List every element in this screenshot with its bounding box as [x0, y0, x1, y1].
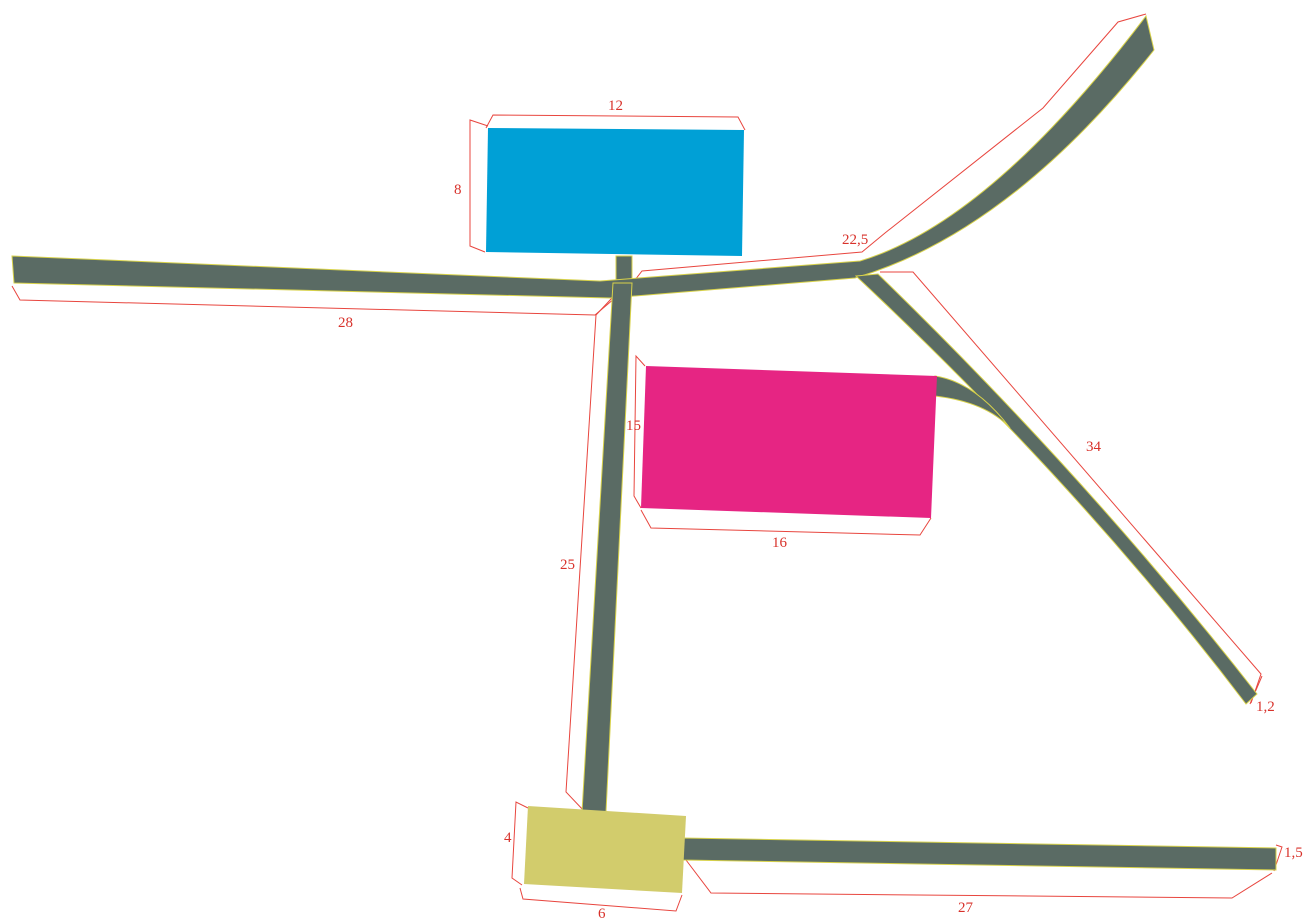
label-blue-width: 12: [608, 98, 623, 114]
building-yellow: [524, 806, 686, 893]
label-vertical-length: 25: [560, 557, 575, 573]
label-curve-northeast: 22,5: [842, 232, 868, 248]
dimension-line-yellow-height: [511, 801, 529, 886]
label-bottom-length: 27: [958, 900, 974, 916]
dimension-line-diagonal-width: [1249, 675, 1263, 705]
dimension-line-main-west: [11, 285, 616, 316]
road-bottom-east: [682, 837, 1277, 871]
dimension-line-bottom-east: [685, 859, 1273, 899]
label-main-west: 28: [338, 315, 353, 331]
label-magenta-height: 15: [626, 418, 641, 434]
road-spur-magenta: [934, 375, 1011, 429]
label-diagonal-length: 34: [1086, 439, 1102, 455]
road-main-west-curve: [11, 14, 1155, 299]
dimension-line-yellow-width: [519, 887, 683, 912]
building-blue: [486, 128, 744, 256]
label-diagonal-width: 1,2: [1256, 699, 1275, 715]
dimension-line-blue-height: [469, 119, 489, 253]
dimension-line-curve-northeast: [634, 13, 1147, 281]
road-vertical: [581, 282, 633, 813]
building-magenta: [641, 366, 937, 518]
label-blue-height: 8: [454, 182, 462, 198]
dimension-line-magenta-width: [640, 509, 932, 536]
label-yellow-height: 4: [504, 830, 512, 846]
dimension-line-diagonal-southeast: [880, 271, 1262, 704]
label-magenta-width: 16: [772, 535, 788, 551]
label-yellow-width: 6: [598, 906, 606, 920]
dimension-line-magenta-height: [633, 354, 646, 509]
label-bottom-width: 1,5: [1284, 845, 1303, 861]
dimension-line-bottom-width: [1273, 844, 1283, 872]
dimension-line-blue-width: [485, 114, 746, 131]
dimension-line-vertical: [565, 297, 613, 813]
